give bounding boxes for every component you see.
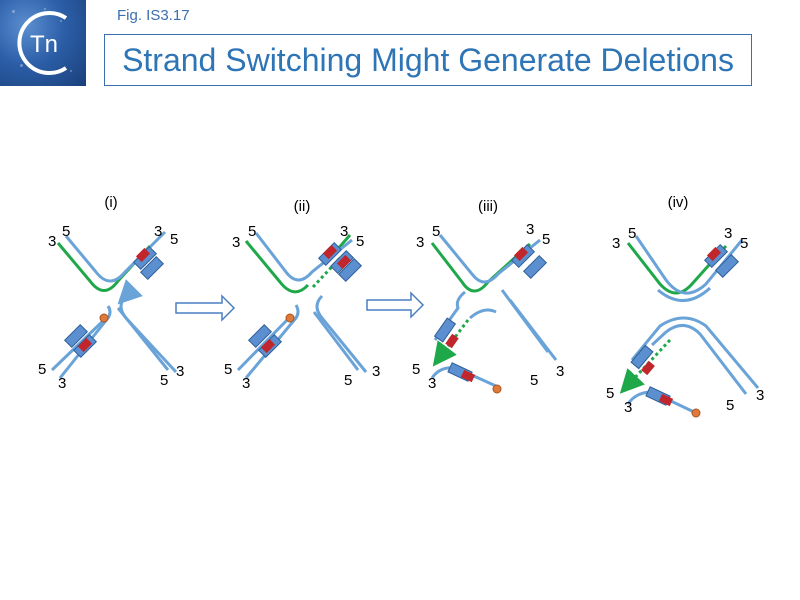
green-dotted-extension: [311, 256, 342, 289]
red-element: [77, 337, 93, 353]
panel-label-ii: (ii): [294, 198, 311, 215]
blue-strand-left: [50, 318, 106, 372]
red-element: [260, 338, 276, 354]
blue-strand-top: [254, 232, 353, 282]
blue-u-closure: [657, 286, 712, 302]
green-strand-top: [244, 240, 310, 294]
green-dotted-extension: [432, 319, 470, 367]
panel-label-i: (i): [104, 194, 117, 211]
panel-label-iii: (iii): [478, 198, 498, 215]
blue-strand-right-2: [500, 289, 550, 353]
strand-end-5: 5: [542, 231, 550, 248]
red-element: [641, 360, 655, 376]
strand-end-5: 5: [344, 372, 352, 389]
strand-end-3: 3: [58, 375, 66, 392]
strand-end-5: 5: [726, 397, 734, 414]
strand-end-5: 5: [432, 223, 440, 240]
red-element: [513, 246, 529, 262]
blue-strand-left: [236, 316, 291, 372]
blue-strand-loop: [469, 308, 497, 320]
strand-end-5: 5: [170, 231, 178, 248]
blue-strand-right-2: [315, 294, 368, 373]
red-element: [445, 333, 459, 349]
transposon-box: [714, 253, 740, 279]
strand-end-5: 5: [606, 385, 614, 402]
blue-strand-top: [64, 230, 167, 283]
transition-arrow-1: [175, 294, 236, 322]
transposon-box: [522, 254, 548, 280]
transposon-box: [630, 344, 654, 370]
panel-i: 3 5 3 5 5 3 5 3: [38, 223, 184, 392]
strand-end-3: 3: [624, 399, 632, 416]
strand-end-3: 3: [48, 233, 56, 250]
dna-end-dot: [691, 408, 701, 418]
strand-end-5: 5: [740, 235, 748, 252]
strand-end-3: 3: [756, 387, 764, 404]
transition-arrow-2: [366, 291, 425, 319]
strand-end-3: 3: [428, 375, 436, 392]
strand-end-5: 5: [160, 372, 168, 389]
strand-end-3: 3: [526, 221, 534, 238]
strand-end-5: 5: [62, 223, 70, 240]
red-element: [706, 246, 722, 262]
strand-end-5: 5: [38, 361, 46, 378]
transposon-box: [63, 323, 89, 349]
red-element: [658, 393, 674, 407]
green-strand-top: [430, 242, 532, 293]
dna-end-dot: [492, 384, 502, 394]
strand-end-3: 3: [340, 223, 348, 240]
panel-label-iv: (iv): [668, 194, 689, 211]
strand-end-3: 3: [242, 375, 250, 392]
transposon-box: [337, 257, 363, 283]
logo-text: Tn: [30, 31, 58, 58]
red-element: [322, 244, 338, 260]
green-strand-top: [626, 242, 728, 295]
blue-u-loop: [634, 235, 744, 295]
strand-end-5: 5: [248, 223, 256, 240]
strand-end-5: 5: [356, 233, 364, 250]
strand-end-3: 3: [176, 363, 184, 380]
blue-strand-top: [438, 234, 541, 284]
blue-arch-outer: [630, 316, 760, 389]
transposon-box: [433, 317, 457, 343]
blue-strand-left-2: [244, 304, 300, 379]
strand-end-5: 5: [530, 372, 538, 389]
blue-arch-inner: [650, 324, 748, 395]
red-element: [135, 247, 151, 263]
strand-end-3: 3: [556, 363, 564, 380]
strand-end-5: 5: [628, 225, 636, 242]
green-strand-top: [56, 242, 152, 292]
dna-end-dot: [285, 313, 295, 323]
strand-end-5: 5: [224, 361, 232, 378]
figure-label: Fig. IS3.17: [117, 7, 190, 24]
red-element: [336, 254, 352, 270]
panel-iv: 3 5 3 5 5 3 5 3: [606, 225, 764, 418]
strand-end-3: 3: [154, 223, 162, 240]
strand-end-3: 3: [724, 225, 732, 242]
transposon-box: [139, 255, 165, 281]
dna-end-dot: [99, 313, 109, 323]
strand-end-3: 3: [416, 234, 424, 251]
title-box: Strand Switching Might Generate Deletion…: [104, 34, 752, 86]
strand-end-3: 3: [372, 363, 380, 380]
strand-end-3: 3: [232, 234, 240, 251]
red-element: [460, 369, 476, 383]
strand-end-5: 5: [412, 361, 420, 378]
blue-strand-right: [312, 311, 360, 371]
panel-ii: 3 5 3 5 5 3 5 3: [224, 223, 380, 392]
strand-end-3: 3: [612, 235, 620, 252]
blue-strand-left-outer: [433, 290, 466, 341]
panel-iii: 3 5 3 5 5 3 5 3: [412, 221, 564, 394]
page-title: Strand Switching Might Generate Deletion…: [122, 41, 734, 78]
blue-strand-right-2: [117, 279, 178, 374]
tn-logo: Tn: [0, 0, 86, 86]
transposon-box: [247, 323, 273, 349]
